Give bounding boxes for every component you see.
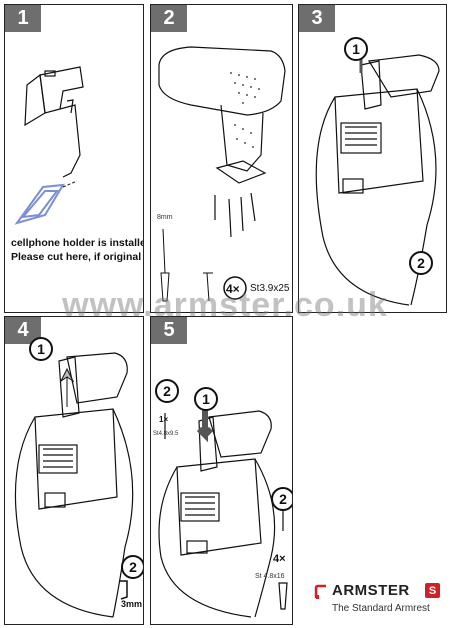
step-4-illustration <box>14 352 134 618</box>
big-screw-count: 4× <box>273 553 286 565</box>
step-5-callout-2-left: 2 <box>155 379 179 403</box>
gap-size-label: 3mm <box>121 599 143 609</box>
screw-spec: St3.9x25 <box>250 283 290 294</box>
step-3-panel: 3 1 2 <box>298 4 447 313</box>
step-5-badge: 5 <box>151 317 187 344</box>
brand-s-badge: S <box>425 583 440 598</box>
step-1-panel: 1 cellphone holder is installed! Please … <box>4 4 144 313</box>
small-screw-spec: St4.8x9.5 <box>153 431 179 437</box>
step-2-badge: 2 <box>151 5 187 32</box>
step-4-callout-2: 2 <box>121 555 143 579</box>
step-3-callout-2: 2 <box>409 251 433 275</box>
step-1-illustration <box>14 66 84 225</box>
step-3-callout-1: 1 <box>344 37 368 61</box>
cut-instruction-note: cellphone holder is installed! Please cu… <box>11 236 144 264</box>
small-screw-count: 1× <box>159 415 169 424</box>
step-5-callout-1: 1 <box>194 387 218 411</box>
step-2-panel: 2 8mm 4× St3.9x25 <box>150 4 293 313</box>
website-watermark: www.armster.co.uk <box>62 286 388 324</box>
armster-logo: ARMSTER S The Standard Armrest <box>314 582 444 618</box>
step-5-panel: 5 1 2 2 1× St4.8x9.5 4× St 4.8x16 <box>150 316 293 625</box>
armster-mark-icon <box>314 584 326 599</box>
step-1-badge: 1 <box>5 5 41 32</box>
big-screw-spec: St 4.8x16 <box>255 573 285 580</box>
step-2-illustration <box>158 46 286 302</box>
note-line-1: cellphone holder is installed! <box>11 237 144 249</box>
brand-tagline: The Standard Armrest <box>332 603 430 614</box>
step-5-illustration <box>158 393 288 618</box>
step-3-badge: 3 <box>299 5 335 32</box>
screw-count: 4× <box>226 282 240 296</box>
step-5-callout-2-right: 2 <box>271 487 292 511</box>
brand-name: ARMSTER <box>332 582 410 599</box>
step-4-callout-1: 1 <box>29 337 53 361</box>
note-line-2: Please cut here, if original Opel <box>11 251 143 263</box>
step-4-panel: 4 1 2 3mm <box>4 316 144 625</box>
washer-size-label: 8mm <box>157 214 173 221</box>
